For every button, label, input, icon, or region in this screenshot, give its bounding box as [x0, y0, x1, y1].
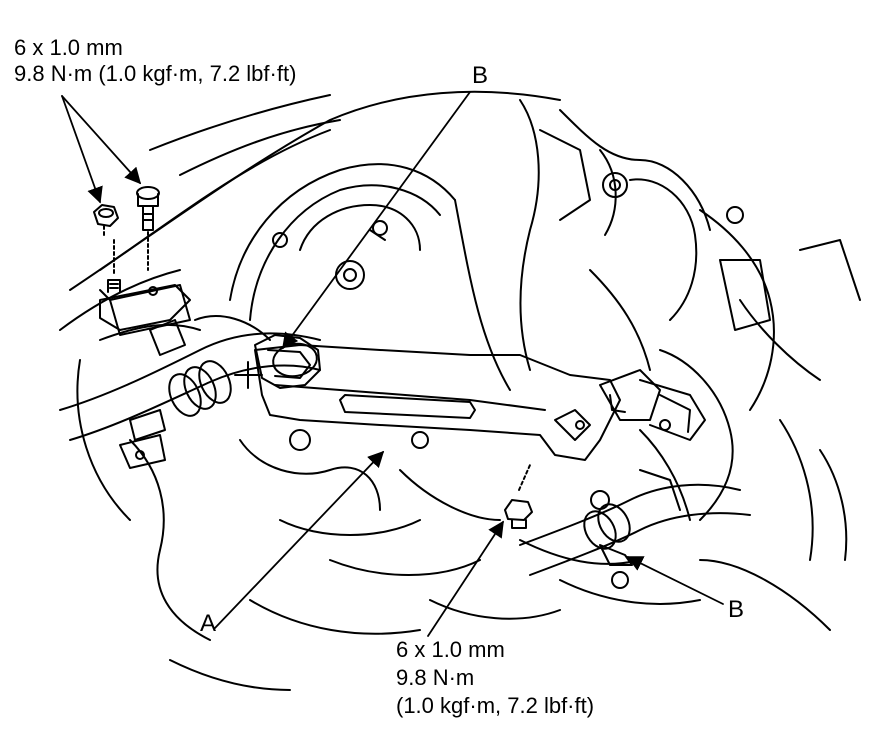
callout-b-bottom: B: [728, 596, 745, 623]
top-spec-torque: 9.8 N·m (1.0 kgf·m, 7.2 lbf·ft): [14, 61, 297, 86]
bottom-spec-size: 6 x 1.0 mm: [396, 637, 505, 662]
clamp-b-top: [234, 334, 321, 389]
leader-a: [214, 450, 385, 629]
hose-assembly: [59, 315, 321, 469]
top-spec-size: 6 x 1.0 mm: [14, 35, 123, 60]
bottom-spec-torque-other: (1.0 kgf·m, 7.2 lbf·ft): [396, 693, 595, 718]
callout-b-top: B: [472, 62, 489, 89]
clamp-b-bottom: [504, 464, 751, 576]
leader-lines: [61, 91, 724, 637]
leader-bottom-spec: [427, 520, 504, 637]
bracket-a: [254, 344, 706, 461]
callout-a: A: [200, 610, 217, 637]
leader-b-bottom: [626, 556, 724, 605]
leader-b-top: [282, 91, 471, 350]
top-bolt-group: [93, 186, 191, 331]
bottom-spec-torque-si: 9.8 N·m: [396, 665, 475, 690]
leader-top-spec-nut: [61, 95, 103, 204]
leader-top-spec-bolt: [61, 95, 142, 185]
